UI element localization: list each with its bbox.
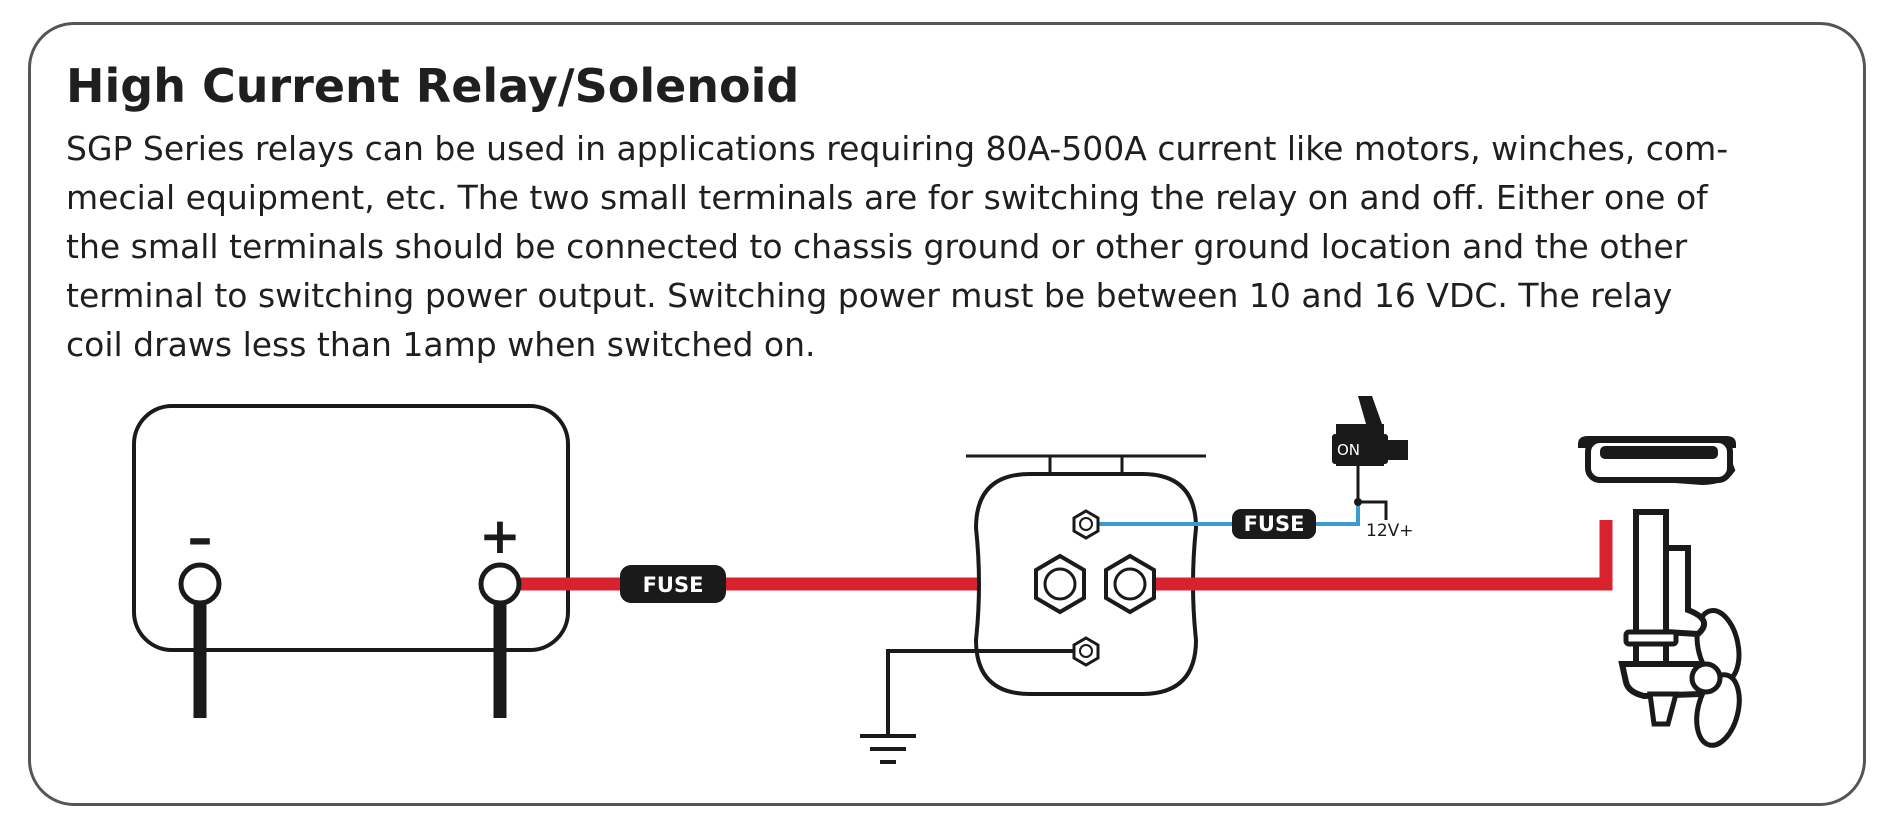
control-fuse-label: FUSE: [1244, 512, 1305, 536]
toggle-body: [1332, 434, 1388, 464]
outboard-motor-icon: [1578, 436, 1742, 748]
motor-propeller-hub: [1689, 661, 1723, 695]
main-fuse: FUSE: [620, 565, 726, 603]
description-line: coil draws less than 1amp when switched …: [66, 325, 816, 364]
page-title: High Current Relay/Solenoid: [66, 59, 800, 113]
control-wire: [1086, 502, 1360, 526]
ground-wire: [886, 649, 1074, 736]
battery: – +: [132, 404, 570, 718]
control-fuse-body: [1232, 509, 1316, 539]
relay-main-terminal-out: [1104, 553, 1156, 615]
main-fuse-body: [620, 565, 726, 603]
main-fuse-label: FUSE: [643, 573, 704, 597]
motor-bracket: [1663, 545, 1708, 638]
relay-bolt: [1113, 567, 1147, 601]
relay-small-bolt: [1079, 517, 1093, 531]
ground-icon: [860, 734, 916, 764]
positive-terminal: [478, 562, 522, 606]
relay-bolt: [1043, 567, 1077, 601]
switch-junction: [1354, 498, 1362, 506]
control-fuse: FUSE: [1232, 509, 1316, 539]
switch-on-label: ON: [1337, 441, 1360, 459]
negative-terminal: [178, 562, 222, 606]
relay-ground-terminal: [1072, 636, 1100, 667]
toggle-tab: [1388, 440, 1408, 460]
description-text: SGP Series relays can be used in applica…: [66, 124, 1866, 369]
output-power-wire: [1130, 520, 1613, 591]
relay-small-bolt: [1079, 644, 1093, 658]
description-line: mecial equipment, etc. The two small ter…: [66, 178, 1708, 217]
battery-negative-sign: –: [188, 509, 213, 567]
description-line: terminal to switching power output. Swit…: [66, 276, 1673, 315]
toggle-lever: [1358, 396, 1382, 424]
switch-supply-lead: [1358, 500, 1388, 520]
toggle-switch: ON 12V+: [1332, 396, 1414, 541]
ground-connection: [860, 649, 1074, 764]
supply-voltage-label: 12V+: [1366, 521, 1414, 541]
motor-plate: [1623, 629, 1679, 647]
relay-main-terminal-in: [1034, 553, 1086, 615]
battery-body: [132, 404, 570, 652]
motor-hood-stripe: [1600, 446, 1718, 459]
description-line: SGP Series relays can be used in applica…: [66, 129, 1729, 168]
motor-skeg: [1647, 691, 1680, 727]
description-line: the small terminals should be connected …: [66, 227, 1688, 266]
battery-positive-sign: +: [479, 507, 521, 565]
relay-control-terminal: [1072, 509, 1100, 540]
